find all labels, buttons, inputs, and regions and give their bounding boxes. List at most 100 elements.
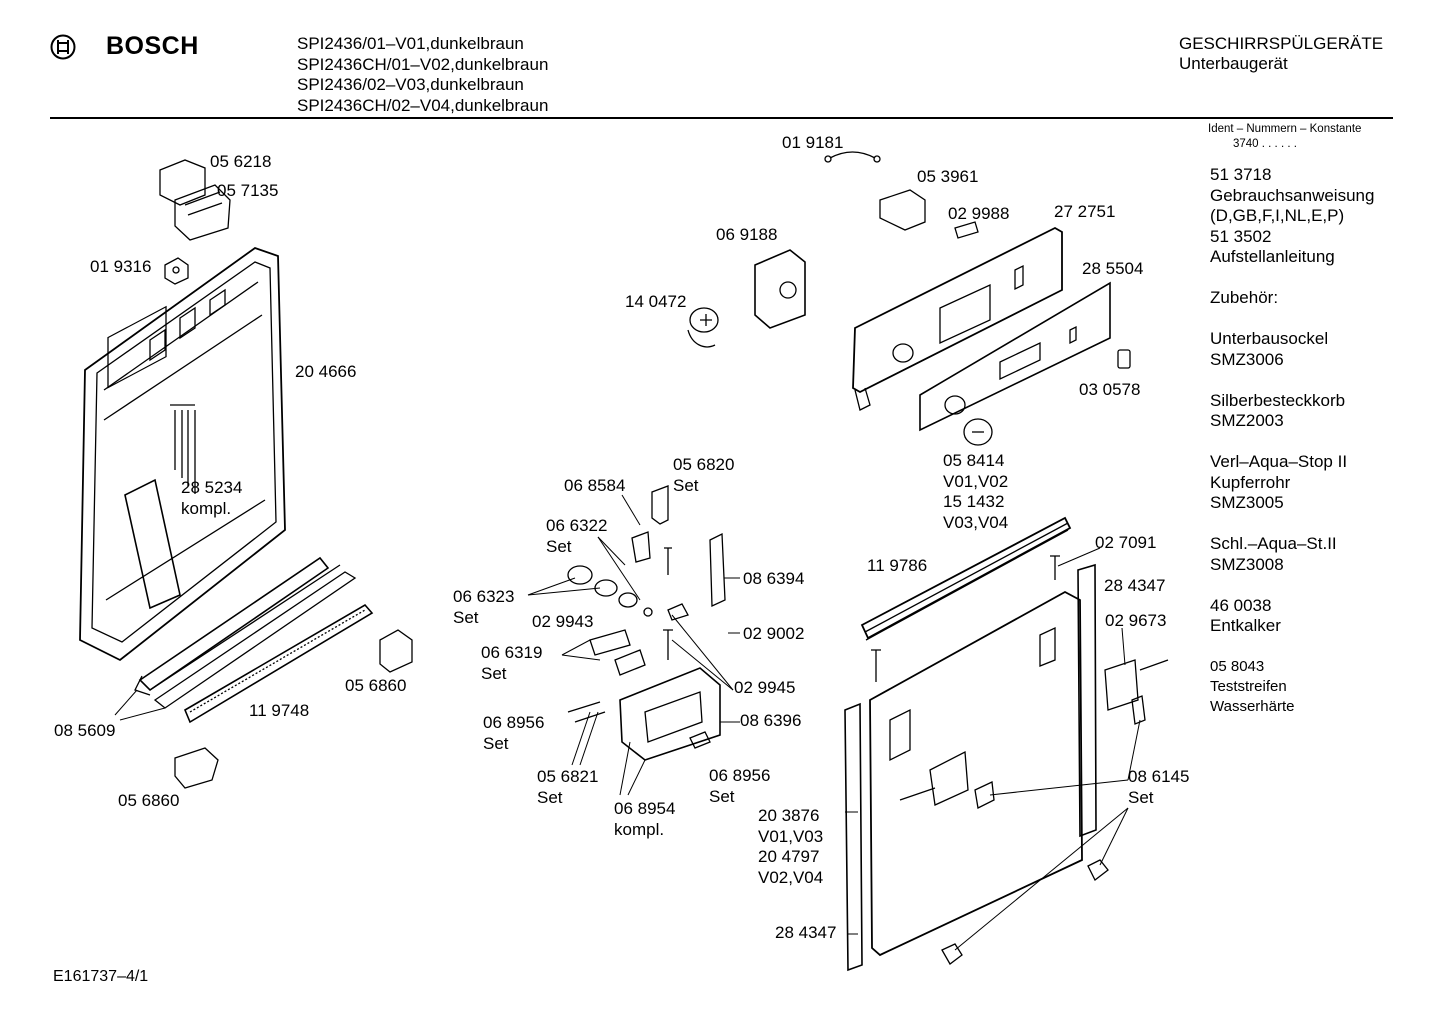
part-label-line: 06 6322	[546, 516, 608, 535]
header-divider	[50, 117, 1393, 119]
list-line: 05 8043	[1210, 658, 1265, 675]
list-line: 51 3718	[1210, 165, 1272, 184]
screws	[663, 547, 1169, 801]
part-label: 14 0472	[625, 292, 687, 311]
top-rail	[860, 516, 1072, 641]
list-line: Zubehör:	[1210, 288, 1279, 307]
clip-part	[879, 189, 926, 231]
appliance-category: GESCHIRRSPÜLGERÄTE Unterbaugerät	[1179, 34, 1383, 74]
cover-plate	[919, 281, 1111, 432]
part-label: 05 6860	[345, 676, 407, 695]
category-title: GESCHIRRSPÜLGERÄTE	[1179, 34, 1384, 53]
list-item: Zubehör:	[1210, 288, 1374, 309]
part-label: 06 8956 Set	[709, 766, 770, 807]
part-label: 03 0578	[1079, 380, 1141, 399]
part-label: 06 8954 kompl.	[614, 799, 675, 840]
programme-knob	[963, 418, 993, 446]
door-lock-assembly	[567, 485, 726, 761]
part-label: 06 6323 Set	[453, 587, 514, 628]
part-label-line: 06 8956	[709, 766, 771, 785]
part-label: 02 9945	[734, 678, 796, 697]
list-line: Entkalker	[1210, 616, 1281, 635]
part-label: 08 6394	[743, 569, 805, 588]
outer-door-panel	[869, 590, 1083, 957]
part-label-line: Set	[481, 663, 507, 683]
switch-button	[1117, 349, 1131, 369]
control-panel-fascia	[852, 226, 1063, 411]
part-label: 27 2751	[1054, 202, 1116, 221]
list-item: Silberbesteckkorb SMZ2003	[1210, 391, 1374, 432]
list-item: 05 8043 Teststreifen Wasserhärte	[1210, 657, 1374, 717]
brand-logo: BOSCH	[50, 32, 199, 61]
part-label: 02 7091	[1095, 533, 1157, 552]
part-label: 05 6820 Set	[673, 455, 734, 496]
list-line: SMZ3006	[1210, 349, 1284, 369]
part-label: 02 9673	[1105, 611, 1167, 630]
model-line: SPI2436CH/02–V04,dunkelbraun	[297, 95, 549, 115]
list-item: 51 3718 Gebrauchsanweisung (D,GB,F,I,NL,…	[1210, 165, 1374, 268]
list-line: SMZ3005	[1210, 493, 1284, 512]
part-label-line: 06 6319	[481, 643, 543, 662]
list-line: 46 0038	[1210, 595, 1272, 615]
part-label: 05 3961	[917, 167, 979, 186]
part-label-line: V01,V02	[943, 471, 1009, 491]
part-label: 02 9988	[948, 204, 1010, 223]
part-label: 28 4347	[1104, 576, 1166, 595]
part-label-line: Set	[453, 607, 479, 627]
part-label: 28 4347	[775, 923, 837, 942]
part-label: 05 6218	[210, 152, 272, 171]
part-label: 08 6145 Set	[1128, 767, 1189, 808]
small-part	[164, 257, 189, 285]
ident-block: Ident – Nummern – Konstante 3740 . . . .…	[1208, 122, 1361, 152]
list-line: Gebrauchsanweisung	[1210, 185, 1375, 205]
list-item: Unterbausockel SMZ3006	[1210, 329, 1374, 370]
hinge-part	[1104, 659, 1146, 725]
part-label: 06 9188	[716, 225, 778, 244]
corner-bracket	[941, 859, 1109, 965]
knob-part	[687, 307, 719, 348]
model-line: SPI2436CH/01–V02,dunkelbraun	[297, 54, 549, 74]
part-label-line: Set	[546, 536, 572, 556]
list-item: 46 0038 Entkalker	[1210, 596, 1374, 637]
part-label: 01 9316	[90, 257, 152, 276]
part-label: 06 6322 Set	[546, 516, 607, 557]
part-label: 08 6396	[740, 711, 802, 730]
list-line: Wasserhärte	[1210, 698, 1295, 715]
handle-bar	[134, 556, 374, 724]
list-line: 51 3502	[1210, 226, 1272, 246]
part-label-line: Set	[709, 786, 735, 806]
part-label-line: kompl.	[181, 498, 232, 518]
part-label-line: Set	[673, 475, 699, 495]
part-label-line: Set	[483, 733, 509, 753]
part-label: 06 6319 Set	[481, 643, 542, 684]
part-label: 02 9943	[532, 612, 594, 631]
model-line: SPI2436/02–V03,dunkelbraun	[297, 75, 524, 94]
part-label-line: kompl.	[614, 819, 665, 839]
part-label-line: 05 8414	[943, 451, 1005, 470]
part-label-line: 06 8954	[614, 799, 676, 818]
cable-strip	[124, 478, 181, 610]
leader-lines	[527, 494, 740, 796]
ident-value: 3740 . . . . . .	[1233, 138, 1297, 150]
part-label: 05 6860	[118, 791, 180, 810]
part-label-line: 28 5234	[181, 478, 243, 497]
bracket-part	[159, 159, 231, 241]
part-label: 20 3876 V01,V03 20 4797 V02,V04	[758, 806, 823, 888]
part-label-line: 15 1432	[943, 492, 1005, 511]
leader-lines	[845, 547, 1141, 951]
sensor-part	[824, 151, 881, 163]
part-label: 05 6821 Set	[537, 767, 598, 808]
part-label-line: 06 8956	[483, 713, 545, 732]
list-line: Silberbesteckkorb	[1210, 390, 1346, 410]
part-label: 05 8414 V01,V02 15 1432 V03,V04	[943, 451, 1008, 533]
list-line: Verl–Aqua–Stop II	[1210, 452, 1348, 471]
inner-door-panel	[79, 246, 286, 662]
part-label: 06 8956 Set	[483, 713, 544, 754]
list-line: Kupferrohr	[1210, 472, 1291, 492]
ident-title: Ident – Nummern – Konstante	[1208, 123, 1362, 135]
list-line: SMZ3008	[1210, 554, 1284, 574]
list-line: Unterbausockel	[1210, 329, 1329, 348]
part-label: 01 9181	[782, 133, 844, 152]
bosch-armature-icon	[50, 34, 76, 59]
